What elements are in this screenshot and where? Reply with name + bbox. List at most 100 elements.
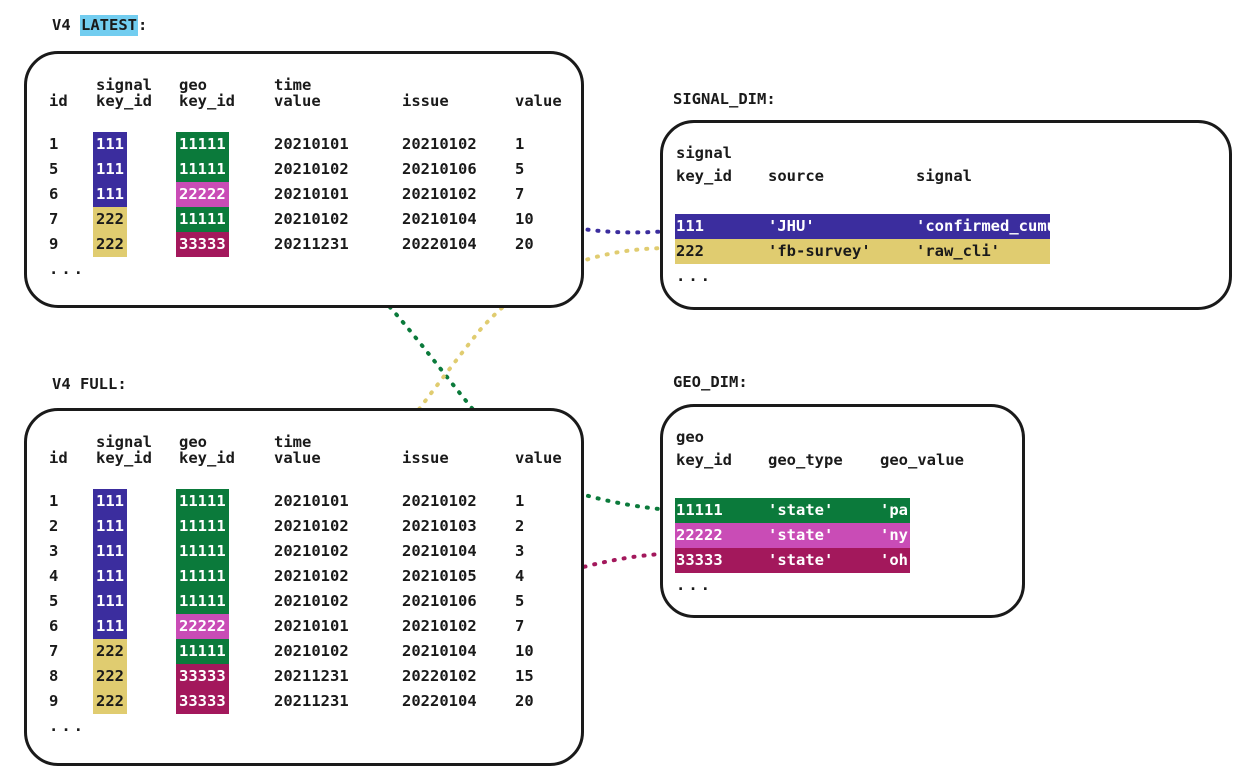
latest-cell-signal-key-id: 111 [93,182,127,207]
full-header-issue: issue [402,449,449,467]
full-cell-time-value: 20210101 [274,492,349,510]
geo-dim-cell-geo-value: 'oh' [880,551,918,569]
full-header-time: time [274,433,312,451]
full-cell-signal-key-id: 222 [93,689,127,714]
signal-dim-header-col3: signal [916,167,972,185]
latest-header-id: id [49,92,68,110]
geo-dim-cell-key-id: 33333 [676,551,723,569]
latest-cell-signal-key-id: 111 [93,157,127,182]
full-cell-geo-key-id: 33333 [176,689,229,714]
full-row-id: 9 [49,692,59,710]
geo-dim-cell-geo-type: 'state' [768,501,834,519]
latest-cell-issue: 20220104 [402,235,477,253]
latest-row-id: 1 [49,135,59,153]
full-cell-signal-key-id: 222 [93,664,127,689]
latest-header-time-value: value [274,92,321,110]
latest-cell-value: 10 [515,210,534,228]
full-cell-issue: 20210102 [402,492,477,510]
geo-dim-more-rows: ... [676,576,713,594]
signal-dim-cell-source: 'JHU' [768,217,815,235]
full-cell-value: 1 [515,492,525,510]
full-cell-signal-key-id: 111 [93,564,127,589]
geo-dim-cell-geo-value: 'ny' [880,526,918,544]
signal-dim-cell-key-id: 222 [676,242,704,260]
geo-dim-header-key-id: key_id [676,451,732,469]
signal-dim-row-band [675,239,1050,264]
full-cell-issue: 20220102 [402,667,477,685]
signal-dim-cell-source: 'fb-survey' [768,242,871,260]
signal-dim-cell-signal: 'raw_cli' [916,242,1000,260]
signal-dim-cell-key-id: 111 [676,217,704,235]
full-cell-geo-key-id: 22222 [176,614,229,639]
full-cell-time-value: 20210102 [274,542,349,560]
full-row-id: 1 [49,492,59,510]
latest-cell-time-value: 20211231 [274,235,349,253]
full-cell-signal-key-id: 111 [93,614,127,639]
latest-cell-time-value: 20210101 [274,135,349,153]
full-cell-issue: 20210102 [402,617,477,635]
latest-cell-value: 1 [515,135,525,153]
latest-cell-time-value: 20210101 [274,185,349,203]
latest-row-id: 9 [49,235,59,253]
latest-more-rows: ... [49,260,86,278]
signal-dim-header-group: signal [676,144,732,162]
full-header-geo: geo [179,433,207,451]
latest-caption-prefix: V4 [52,16,80,34]
full-cell-issue: 20210104 [402,542,477,560]
full-cell-issue: 20210106 [402,592,477,610]
full-header-id: id [49,449,68,467]
full-cell-value: 4 [515,567,525,585]
latest-caption: V4 LATEST: [52,15,148,36]
latest-caption-highlight: LATEST [80,15,138,36]
geo-dim-row-band [675,548,910,573]
latest-cell-geo-key-id: 11111 [176,132,229,157]
latest-cell-geo-key-id: 11111 [176,207,229,232]
latest-header-issue: issue [402,92,449,110]
latest-cell-issue: 20210104 [402,210,477,228]
geo-dim-cell-geo-value: 'pa' [880,501,918,519]
full-header-geo-key-id: key_id [179,449,235,467]
signal-dim-header-col2: source [768,167,824,185]
latest-row-id: 5 [49,160,59,178]
full-cell-signal-key-id: 111 [93,539,127,564]
geo-dim-row-band [675,523,910,548]
full-caption: V4 FULL: [52,375,127,393]
full-cell-value: 15 [515,667,534,685]
latest-cell-geo-key-id: 22222 [176,182,229,207]
full-cell-value: 3 [515,542,525,560]
latest-cell-time-value: 20210102 [274,210,349,228]
latest-cell-issue: 20210102 [402,185,477,203]
latest-cell-signal-key-id: 222 [93,207,127,232]
full-cell-time-value: 20210102 [274,517,349,535]
geo-dim-cell-geo-type: 'state' [768,551,834,569]
latest-row-id: 6 [49,185,59,203]
geo-dim-row-band [675,498,910,523]
full-cell-time-value: 20210102 [274,592,349,610]
signal-dim-cell-signal: 'confirmed_cumulative_num' [916,217,1159,235]
geo-dim-cell-geo-type: 'state' [768,526,834,544]
full-header-signal-key-id: key_id [96,449,152,467]
geo-dim-caption: GEO_DIM: [673,373,748,391]
latest-header-geo-key-id: key_id [179,92,235,110]
latest-cell-geo-key-id: 33333 [176,232,229,257]
latest-cell-value: 7 [515,185,525,203]
latest-caption-suffix: : [138,16,148,34]
geo-dim-cell-key-id: 22222 [676,526,723,544]
signal-dim-row-band [675,214,1050,239]
full-cell-value: 5 [515,592,525,610]
full-row-id: 3 [49,542,59,560]
full-cell-issue: 20210104 [402,642,477,660]
full-cell-geo-key-id: 11111 [176,564,229,589]
signal-dim-more-rows: ... [676,267,713,285]
geo-dim-cell-key-id: 11111 [676,501,723,519]
latest-cell-geo-key-id: 11111 [176,157,229,182]
signal-dim-header-key-id: key_id [676,167,732,185]
full-more-rows: ... [49,717,86,735]
full-cell-signal-key-id: 111 [93,589,127,614]
full-cell-value: 10 [515,642,534,660]
latest-cell-value: 20 [515,235,534,253]
full-cell-value: 20 [515,692,534,710]
full-cell-time-value: 20211231 [274,667,349,685]
latest-header-time: time [274,76,312,94]
